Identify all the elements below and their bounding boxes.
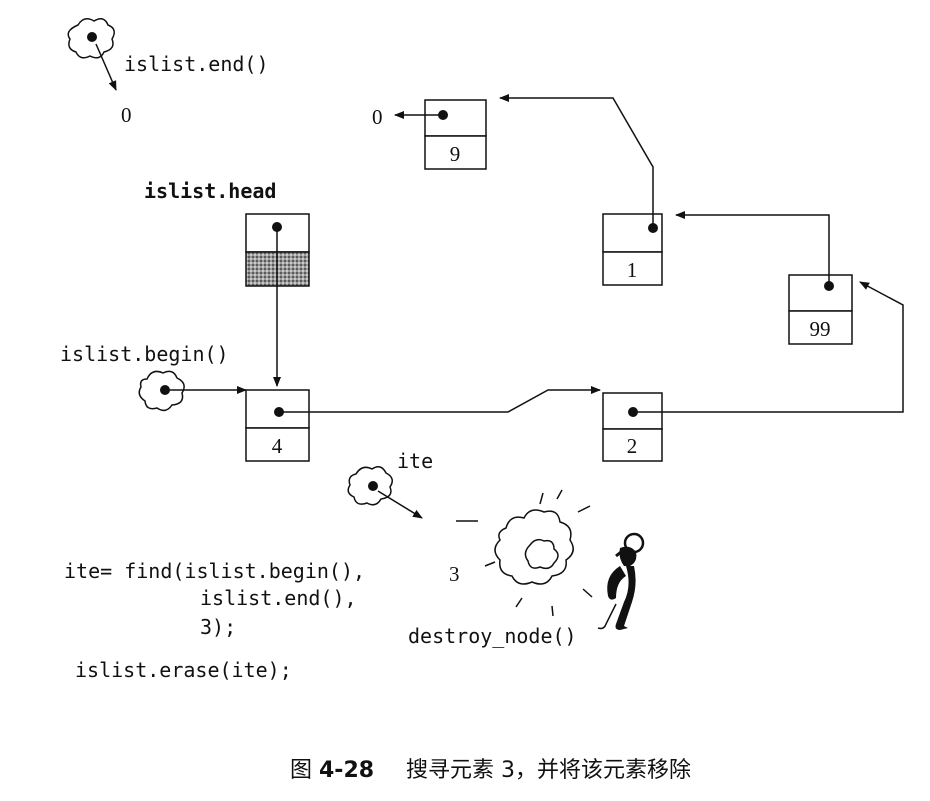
iterator-dot bbox=[87, 32, 97, 42]
iterator-dot bbox=[160, 385, 170, 395]
spark-lines bbox=[484, 489, 593, 617]
smoke-inner-icon bbox=[524, 538, 559, 570]
node-value: 1 bbox=[627, 258, 638, 282]
end-pointer-arrow bbox=[95, 43, 117, 91]
node-4: 4 bbox=[245, 389, 310, 462]
node-value: 2 bbox=[627, 434, 638, 458]
node-9: 9 bbox=[424, 99, 487, 170]
figure-arm bbox=[607, 566, 626, 600]
node-value-cell bbox=[602, 251, 663, 286]
iterator-cloud-icon bbox=[67, 18, 115, 59]
node-value-cell bbox=[788, 310, 853, 345]
ite-label: ite bbox=[397, 449, 433, 473]
node4-to-node2-arrow bbox=[279, 386, 601, 413]
node-value-cell bbox=[424, 135, 487, 170]
node-99: 99 bbox=[788, 274, 853, 345]
iterator-cloud-icon bbox=[138, 370, 185, 412]
stick-figure-icon bbox=[597, 532, 645, 630]
node1-to-node9-arrow bbox=[499, 94, 654, 228]
begin-iterator bbox=[138, 370, 185, 412]
end-value-label: 0 bbox=[121, 103, 132, 127]
node-1: 1 bbox=[602, 213, 663, 286]
begin-iterator-label: islist.begin() bbox=[60, 342, 229, 366]
head-label: islist.head bbox=[144, 179, 276, 203]
code-line: islist.erase(ite); bbox=[75, 658, 292, 682]
node-value-cell bbox=[245, 427, 310, 462]
caption-text: 搜寻元素 3，并将该元素移除 bbox=[406, 758, 691, 783]
iterator-cloud-icon bbox=[347, 466, 393, 506]
figure-caption: 图 4-28 搜寻元素 3，并将该元素移除 bbox=[290, 758, 691, 783]
caption-number: 4-28 bbox=[319, 758, 374, 783]
node-value: 99 bbox=[810, 317, 831, 341]
figure-head bbox=[619, 546, 637, 566]
node-value-cell bbox=[602, 428, 663, 462]
end-iterator-label: islist.end() bbox=[124, 52, 269, 76]
iterator-dot bbox=[368, 481, 378, 491]
figure-body bbox=[615, 566, 636, 630]
code-line: ite= find(islist.begin(), bbox=[64, 559, 365, 583]
caption-prefix: 图 bbox=[290, 758, 312, 783]
code-line: 3); bbox=[200, 615, 236, 639]
destroyed-node-explosion: 3 bbox=[449, 489, 593, 617]
smoke-cloud-icon bbox=[494, 509, 574, 585]
node-value: 9 bbox=[450, 142, 461, 166]
node2-to-node99-arrow bbox=[633, 281, 904, 413]
end-iterator: islist.end() 0 bbox=[67, 18, 269, 127]
node99-to-node1-arrow bbox=[675, 211, 830, 286]
destroy-node-label: destroy_node() bbox=[408, 624, 577, 648]
removed-value-label: 3 bbox=[449, 562, 460, 586]
node-next-cell bbox=[788, 274, 853, 312]
node-value: 4 bbox=[272, 434, 283, 458]
ite-iterator bbox=[347, 466, 393, 506]
ite-pointer-arrow bbox=[377, 490, 423, 519]
node-2: 2 bbox=[602, 392, 663, 462]
tail-null-label: 0 bbox=[372, 105, 383, 129]
node-next-cell bbox=[424, 99, 487, 137]
code-line: islist.end(), bbox=[200, 586, 357, 610]
code-listing: ite= find(islist.begin(), islist.end(), … bbox=[64, 559, 365, 682]
